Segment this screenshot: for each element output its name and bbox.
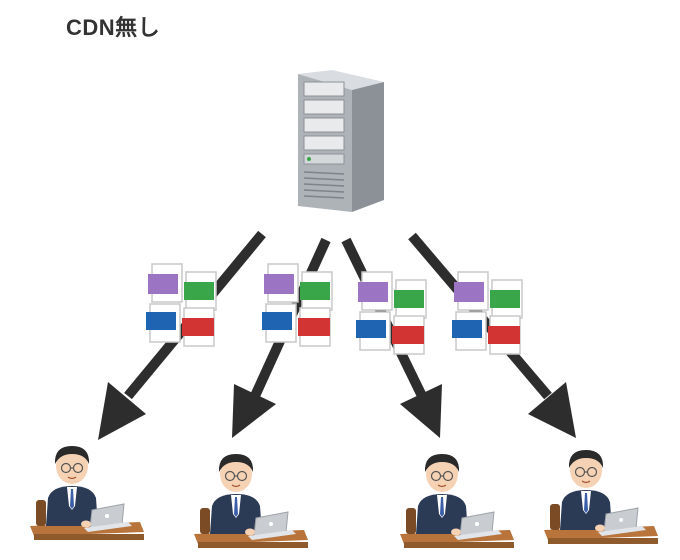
man-with-laptop-icon <box>543 449 659 545</box>
server-tower-icon <box>298 70 384 212</box>
man-with-laptop-icon <box>29 445 145 541</box>
diagram-title: CDN無し <box>66 15 161 40</box>
files-icon <box>451 271 523 355</box>
man-with-laptop-icon <box>193 453 309 549</box>
man-with-laptop-icon <box>399 453 515 549</box>
